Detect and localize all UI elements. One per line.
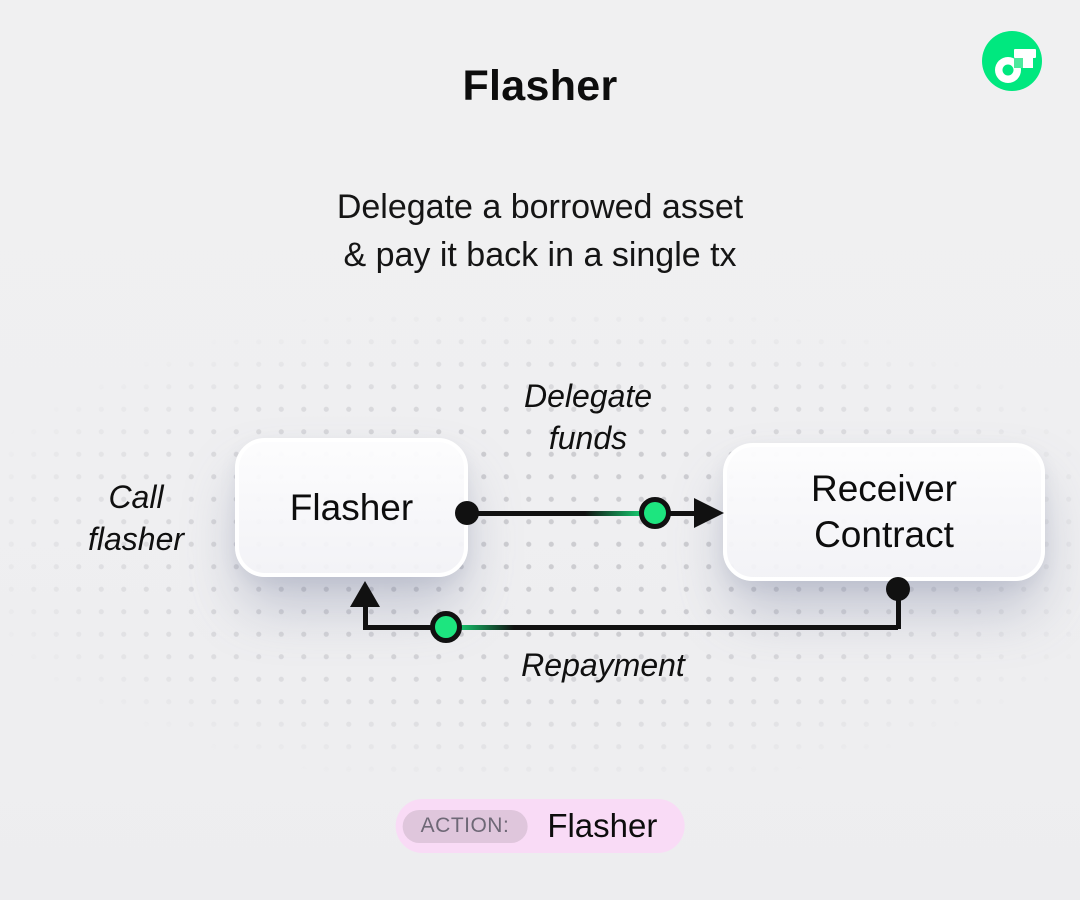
flow-logo-icon (982, 31, 1042, 91)
repayment-edge-green-trail (458, 625, 514, 630)
receiver-node-label-line-1: Receiver (811, 468, 957, 509)
delegate-edge-token-circle (639, 497, 671, 529)
repayment-edge-token-circle (430, 611, 462, 643)
call-flasher-label-line-2: flasher (87, 521, 185, 557)
delegate-funds-label-line-1: Delegate (523, 378, 653, 414)
delegate-edge-green-trail (585, 511, 641, 516)
action-badge-key: ACTION: (402, 809, 528, 843)
page-subtitle-line-1: Delegate a borrowed asset (336, 188, 744, 226)
delegate-edge-start-dot (455, 501, 479, 525)
delegate-funds-label-line-2: funds (548, 420, 628, 456)
receiver-contract-node: Receiver Contract (723, 443, 1045, 581)
call-flasher-label-line-1: Call (108, 479, 164, 515)
receiver-node-label-line-2: Contract (814, 514, 954, 555)
repayment-edge-line (363, 625, 898, 630)
page-subtitle: Delegate a borrowed asset & pay it back … (0, 183, 1080, 279)
repayment-edge-vertical-right (896, 588, 901, 629)
page-title: Flasher (462, 62, 618, 110)
flasher-node-label: Flasher (289, 486, 414, 528)
action-badge-value: Flasher (547, 807, 658, 844)
delegate-funds-label: Delegate funds (438, 375, 738, 459)
repayment-label: Repayment (521, 647, 685, 683)
action-badge: ACTION: Flasher (395, 799, 685, 853)
repayment-edge-vertical-left (363, 603, 368, 629)
call-flasher-label: Call flasher (26, 476, 246, 560)
page-subtitle-line-2: & pay it back in a single tx (343, 236, 737, 274)
flasher-node: Flasher (235, 438, 468, 577)
